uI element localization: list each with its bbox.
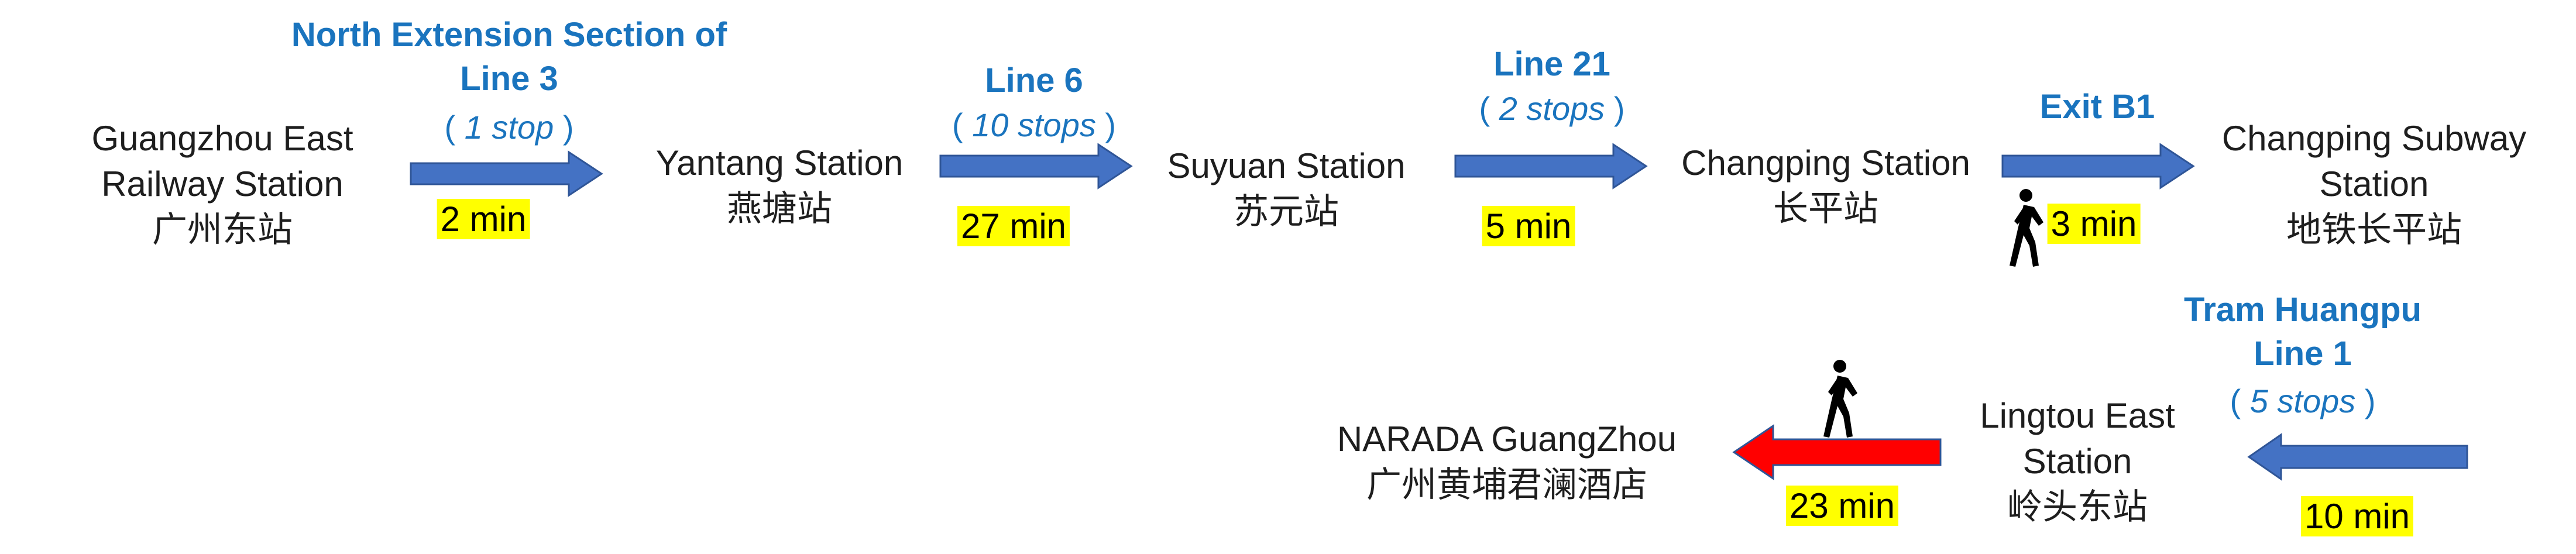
leg-3-route: Line 21 — [1493, 42, 1610, 86]
station-name-en: NARADA GuangZhou — [1337, 419, 1677, 459]
route-line1: Exit B1 — [2039, 88, 2155, 126]
leg-5-stops: ( 5 stops ) — [2230, 383, 2376, 419]
station-name-zh: 地铁长平站 — [2286, 210, 2462, 249]
leg-6-time: 23 min — [1785, 486, 1899, 526]
walking-person-icon — [1823, 360, 1857, 438]
leg-5-route: Tram Huangpu Line 1 — [2184, 288, 2422, 376]
route-line1: Tram Huangpu — [2183, 291, 2422, 329]
station-yantang: Yantang Station 燕塘站 — [656, 140, 904, 232]
route-line1: Line 6 — [985, 61, 1083, 99]
leg-3-stops: ( 2 stops ) — [1479, 90, 1625, 127]
leg-6-arrow — [1732, 424, 1942, 480]
leg-3-time: 5 min — [1482, 206, 1575, 246]
station-name-en: Changping Station — [1681, 143, 1970, 183]
stops-count: 1 stop — [464, 109, 554, 146]
station-name-en-line2: Station — [2022, 442, 2132, 481]
station-name-en-line1: Changping Subway — [2221, 119, 2527, 158]
leg-2-arrow — [939, 143, 1133, 190]
station-name-en-line1: Guangzhou East — [91, 119, 353, 158]
leg-1-stops: ( 1 stop ) — [444, 109, 574, 146]
leg-1-time: 2 min — [437, 199, 530, 239]
station-name-zh: 岭头东站 — [2007, 487, 2148, 527]
station-name-zh: 长平站 — [1773, 189, 1878, 228]
station-lingtou-east: Lingtou East Station 岭头东站 — [1980, 393, 2175, 530]
leg-4-route: Exit B1 — [2040, 85, 2155, 129]
leg-4-arrow — [2001, 143, 2195, 190]
route-line1: Line 21 — [1493, 45, 1610, 83]
station-name-zh: 燕塘站 — [727, 189, 832, 228]
leg-1-route: North Extension Section of Line 3 — [291, 13, 727, 101]
leg-1-arrow — [410, 150, 603, 197]
route-line1: North Extension Section of — [291, 16, 727, 54]
station-suyuan: Suyuan Station 苏元站 — [1167, 143, 1406, 235]
station-name-zh: 广州东站 — [152, 210, 293, 249]
station-name-zh: 广州黄埔君澜酒店 — [1366, 465, 1647, 504]
station-name-en: Suyuan Station — [1167, 146, 1406, 185]
leg-2-stops: ( 10 stops ) — [952, 106, 1117, 143]
leg-5-time: 10 min — [2300, 496, 2414, 536]
route-line2: Line 3 — [460, 60, 558, 98]
leg-2-time: 27 min — [957, 206, 1070, 246]
route-line2: Line 1 — [2254, 335, 2352, 373]
stops-count: 2 stops — [1499, 90, 1605, 127]
leg-3-arrow — [1454, 143, 1648, 190]
walking-person-icon — [2010, 189, 2043, 267]
station-changping-subway: Changping Subway Station 地铁长平站 — [2222, 116, 2526, 253]
station-name-en-line2: Railway Station — [101, 164, 344, 204]
leg-4-time: 3 min — [2047, 204, 2141, 244]
station-changping: Changping Station 长平站 — [1681, 140, 1970, 232]
station-name-en-line2: Station — [2319, 164, 2429, 204]
station-narada-hotel: NARADA GuangZhou 广州黄埔君澜酒店 — [1337, 417, 1677, 508]
station-name-en: Yantang Station — [655, 143, 904, 183]
station-name-zh: 苏元站 — [1234, 192, 1339, 231]
stops-count: 5 stops — [2249, 383, 2356, 419]
stops-count: 10 stops — [972, 106, 1096, 143]
station-name-en-line1: Lingtou East — [1980, 396, 2175, 435]
station-guangzhou-east: Guangzhou East Railway Station 广州东站 — [92, 116, 353, 253]
leg-2-route: Line 6 — [985, 59, 1083, 102]
leg-5-arrow — [2247, 433, 2468, 481]
